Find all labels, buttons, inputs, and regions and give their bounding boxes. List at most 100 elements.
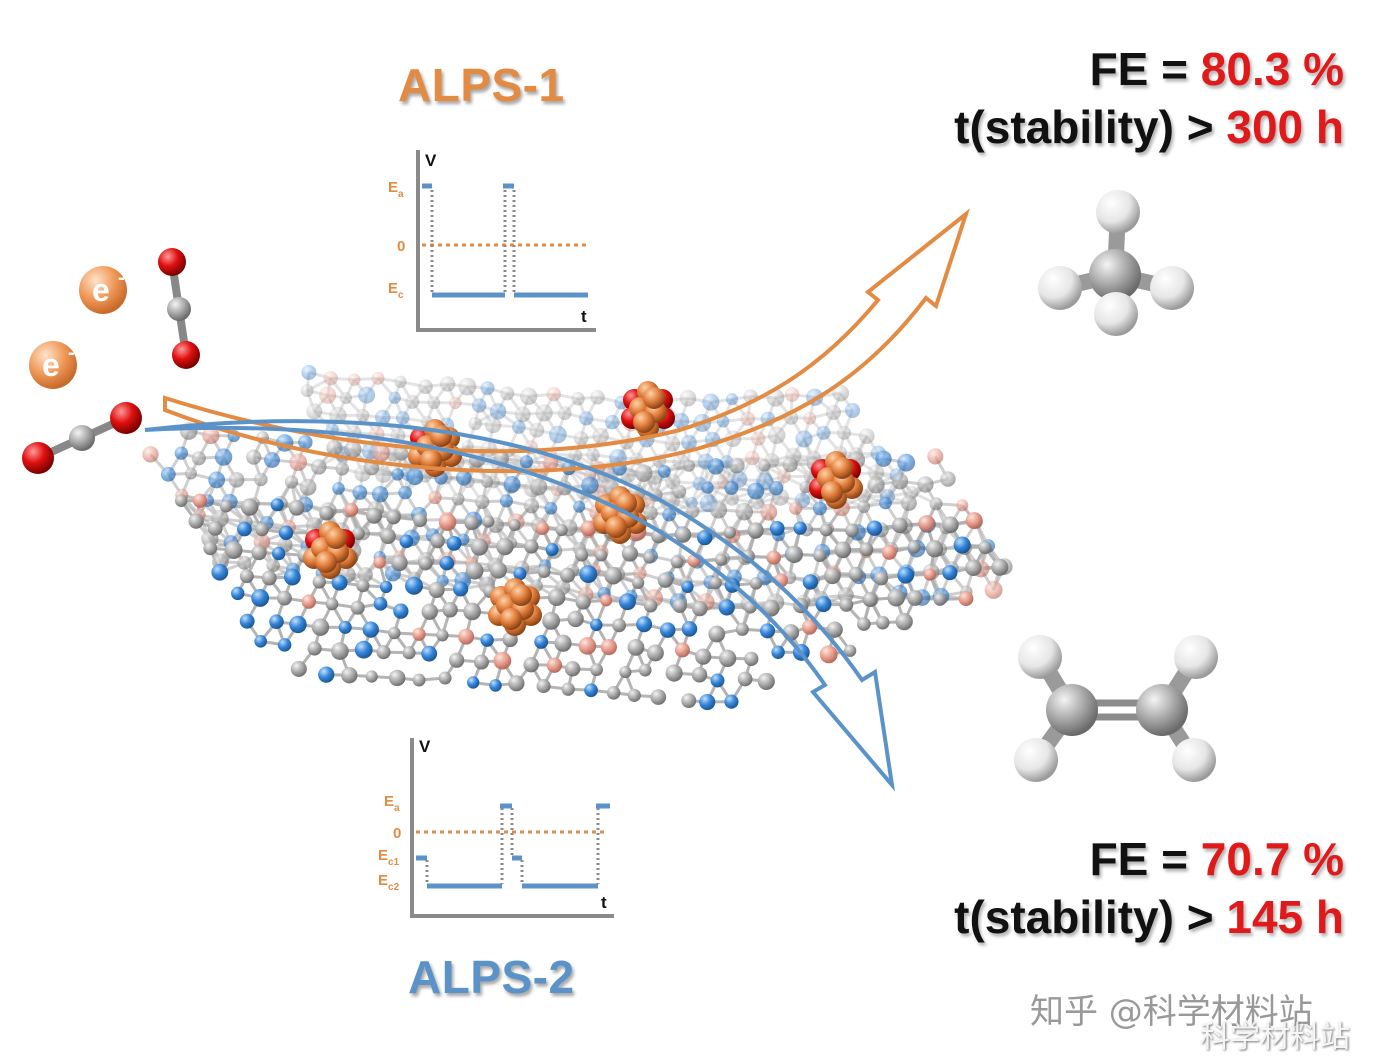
framework-atom <box>439 555 455 571</box>
framework-atom <box>874 571 889 586</box>
framework-atom <box>740 411 755 426</box>
framework-atom <box>672 598 687 613</box>
framework-atom <box>571 391 585 406</box>
covalent-framework-lattice <box>142 364 1013 711</box>
framework-atom <box>535 521 550 535</box>
framework-atom <box>231 586 245 601</box>
framework-atom <box>895 612 913 631</box>
framework-atom <box>707 458 725 475</box>
framework-atom <box>319 505 334 521</box>
svg-text:Ea: Ea <box>388 179 404 200</box>
framework-atom <box>421 603 438 620</box>
framework-atom <box>436 629 449 642</box>
framework-atom <box>543 455 559 471</box>
framework-atom <box>699 693 716 711</box>
framework-atom <box>412 513 428 528</box>
methane-stability-line: t(stability) > 300 h <box>954 101 1344 153</box>
framework-atom <box>388 669 406 687</box>
framework-atom <box>627 638 645 656</box>
framework-atom <box>351 527 365 541</box>
framework-atom <box>907 540 921 554</box>
framework-atom <box>978 540 992 555</box>
framework-atom <box>418 379 433 395</box>
framework-atom <box>184 467 197 480</box>
framework-atom <box>544 501 558 515</box>
framework-atom <box>554 634 572 652</box>
framework-atom <box>394 446 409 461</box>
framework-atom <box>464 515 480 531</box>
framework-atom <box>240 498 259 516</box>
co2-molecule-top <box>158 248 200 369</box>
framework-atom <box>789 501 803 515</box>
framework-atom <box>643 598 658 613</box>
framework-atom <box>573 431 589 446</box>
weibo-watermark: 科学材料站 <box>1200 1020 1350 1055</box>
framework-atom <box>657 572 673 588</box>
framework-atom <box>581 476 599 495</box>
framework-atom <box>546 386 561 402</box>
framework-atom <box>657 465 671 479</box>
framework-atom <box>524 539 539 554</box>
framework-atom <box>264 452 280 468</box>
plot2-y-axis-label: V <box>419 737 431 756</box>
framework-atom <box>672 484 687 499</box>
plot2-zero-label: 0 <box>393 825 401 842</box>
framework-atom <box>508 518 521 532</box>
co2-molecule-bottom <box>22 402 142 474</box>
framework-atom <box>942 516 959 534</box>
plot2-ec1-label: E <box>378 847 388 864</box>
framework-atom <box>803 411 817 425</box>
framework-atom <box>395 411 410 425</box>
framework-atom <box>237 521 252 537</box>
framework-atom <box>709 576 722 590</box>
framework-atom <box>665 664 683 682</box>
framework-atom <box>606 686 621 700</box>
framework-atom <box>858 428 875 445</box>
plot1-ea-label: E <box>388 179 398 196</box>
framework-atom <box>907 590 923 606</box>
framework-atom <box>468 416 482 431</box>
framework-atom <box>823 567 841 585</box>
framework-atom <box>529 422 545 438</box>
framework-atom <box>412 673 426 687</box>
framework-atom <box>523 657 539 673</box>
framework-atom <box>737 671 753 687</box>
framework-atom <box>254 472 268 487</box>
framework-atom <box>496 538 514 556</box>
framework-atom <box>438 513 457 531</box>
framework-atom <box>142 446 159 463</box>
framework-atom <box>815 596 832 613</box>
plot2-ec2-label: E <box>378 872 388 889</box>
copper-cluster <box>809 451 863 509</box>
framework-atom <box>744 450 760 466</box>
framework-atom <box>283 568 301 586</box>
framework-atom <box>862 592 878 608</box>
framework-atom <box>470 538 489 556</box>
framework-atom <box>344 503 359 517</box>
svg-text:-: - <box>68 342 75 364</box>
framework-atom <box>339 391 352 405</box>
svg-text:Ec1: Ec1 <box>378 847 400 868</box>
framework-atom <box>350 600 365 615</box>
plot2-ea-label: E <box>384 793 394 810</box>
methane-result: FE = 80.3 % t(stability) > 300 h <box>954 40 1344 156</box>
framework-atom <box>600 638 617 656</box>
framework-atom <box>379 580 393 594</box>
framework-atom <box>430 533 445 549</box>
framework-atom <box>503 475 521 493</box>
framework-atom <box>341 667 358 684</box>
framework-atom <box>362 621 379 638</box>
framework-atom <box>612 618 627 633</box>
framework-atom <box>405 394 420 409</box>
framework-atom <box>371 371 385 385</box>
framework-atom <box>784 387 800 402</box>
framework-atom <box>191 451 206 466</box>
framework-atom <box>555 523 568 537</box>
framework-atom <box>449 396 462 410</box>
framework-atom <box>819 523 833 537</box>
framework-atom <box>866 520 883 536</box>
framework-atom <box>965 512 983 530</box>
framework-atom <box>590 618 603 632</box>
copper-atom <box>831 457 853 479</box>
framework-atom <box>174 494 188 507</box>
